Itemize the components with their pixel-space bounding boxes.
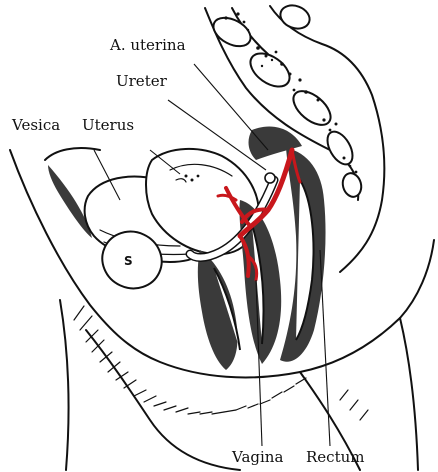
label-rectum: Rectum bbox=[306, 448, 364, 466]
label-s-marker: S bbox=[124, 254, 133, 268]
label-a-uterina: A. uterina bbox=[109, 36, 186, 54]
vertebra-2 bbox=[277, 2, 313, 33]
label-vesica: Vesica bbox=[11, 116, 60, 134]
vertebra-1 bbox=[209, 12, 256, 52]
label-vagina: Vagina bbox=[231, 448, 283, 466]
ureter-crossing bbox=[265, 173, 275, 183]
label-uterus: Uterus bbox=[82, 116, 134, 134]
vertebra-4 bbox=[287, 85, 336, 132]
vertebra-3 bbox=[245, 47, 296, 94]
leader-rectum bbox=[320, 250, 330, 446]
coccyx bbox=[340, 171, 364, 199]
label-ureter: Ureter bbox=[116, 72, 168, 90]
